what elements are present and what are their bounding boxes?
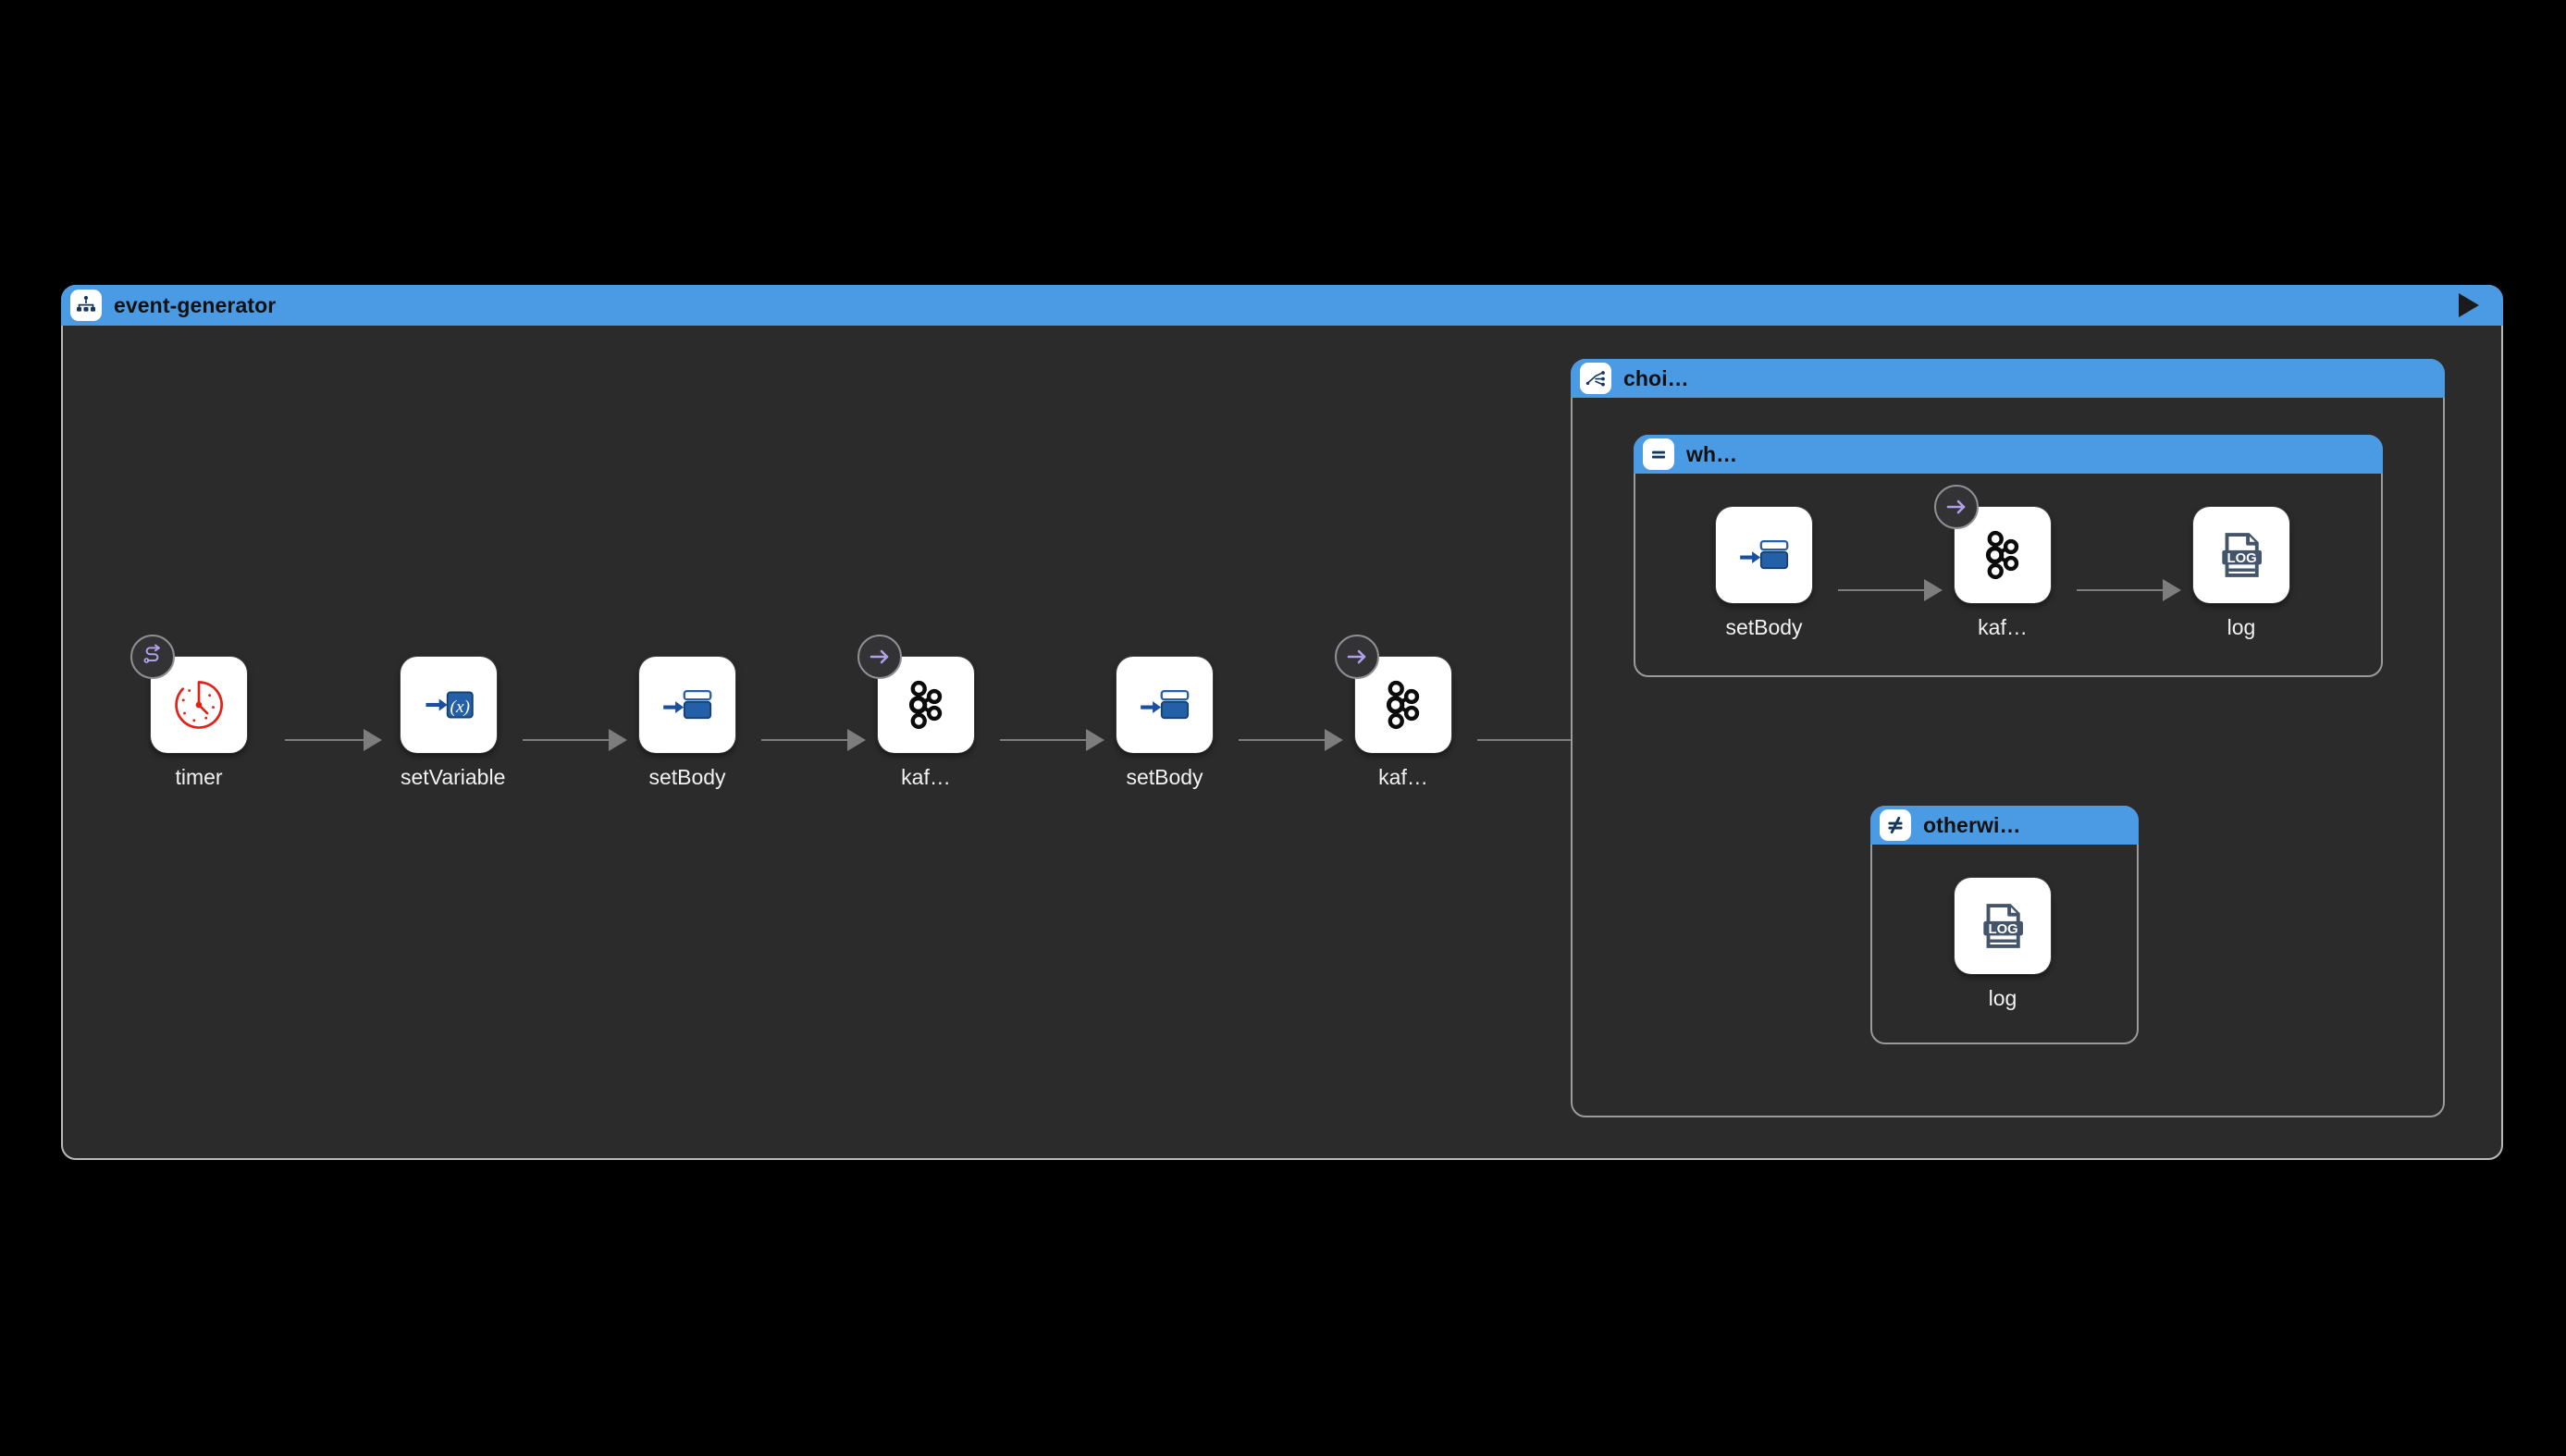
otherwise-branch-header[interactable]: otherwi… <box>1870 806 2139 845</box>
node-setbody-1[interactable]: setBody <box>639 657 735 790</box>
connector-setvariable-setbody <box>523 729 627 751</box>
node-setbody-2-label: setBody <box>1126 765 1203 789</box>
choice-container[interactable]: choi… wh… <box>1571 359 2445 1117</box>
route-hierarchy-icon <box>70 290 102 321</box>
node-when-kafka[interactable]: kaf… <box>1934 485 2051 640</box>
connector-when-kafka-log <box>2077 579 2181 601</box>
node-setvariable-box[interactable]: (x) <box>401 657 497 753</box>
set-body-icon <box>1740 539 1789 570</box>
node-kafka-2-box[interactable] <box>1335 635 1451 753</box>
route-title: event-generator <box>114 292 277 317</box>
node-kafka-1[interactable]: kaf… <box>857 635 974 790</box>
when-branch-container[interactable]: wh… setBody <box>1634 435 2383 677</box>
node-setvariable-label: setVariable <box>401 765 506 789</box>
choice-title: choi… <box>1623 365 1689 390</box>
node-kafka-1-box[interactable] <box>857 635 974 753</box>
node-kafka-2-label: kaf… <box>1378 765 1428 789</box>
set-variable-icon: (x) <box>426 691 474 719</box>
arrow-badge-icon <box>857 635 902 679</box>
connector-when-setbody-kafka <box>1838 579 1943 601</box>
kafka-icon <box>1386 680 1420 730</box>
route-header[interactable]: event-generator <box>61 285 2503 326</box>
svg-text:LOG: LOG <box>1989 922 2018 937</box>
connector-setbody2-kafka2 <box>1239 729 1343 751</box>
svg-text:(x): (x) <box>450 697 471 717</box>
node-when-setbody-box[interactable] <box>1716 507 1812 603</box>
timer-clock-icon <box>175 681 223 729</box>
node-when-setbody-label: setBody <box>1725 615 1803 639</box>
node-setvariable[interactable]: (x) setVariable <box>401 657 506 790</box>
choice-branch-icon <box>1580 363 1611 394</box>
set-body-icon <box>663 689 712 720</box>
connector-timer-setvariable <box>285 729 382 751</box>
node-timer-box[interactable] <box>130 635 247 753</box>
node-kafka-1-label: kaf… <box>901 765 951 789</box>
kafka-icon <box>908 680 943 730</box>
connector-setbody1-kafka1 <box>761 729 866 751</box>
node-timer-label: timer <box>175 765 223 789</box>
node-setbody-2[interactable]: setBody <box>1116 657 1213 790</box>
node-otherwise-log-box[interactable]: LOG <box>1955 878 2051 974</box>
node-when-kafka-box[interactable] <box>1934 485 2051 603</box>
svg-text:LOG: LOG <box>2227 551 2257 566</box>
node-when-log[interactable]: LOG log <box>2193 507 2289 640</box>
node-otherwise-log-label: log <box>1988 986 2017 1010</box>
otherwise-branch-container[interactable]: otherwi… LOG log <box>1870 806 2139 1044</box>
node-when-log-box[interactable]: LOG <box>2193 507 2289 603</box>
route-badge-icon <box>130 635 175 679</box>
not-equals-icon <box>1880 809 1911 841</box>
run-icon[interactable] <box>2455 290 2483 320</box>
node-setbody-2-box[interactable] <box>1116 657 1213 753</box>
choice-header[interactable]: choi… <box>1571 359 2445 398</box>
node-otherwise-log[interactable]: LOG log <box>1955 878 2051 1011</box>
node-setbody-1-box[interactable] <box>639 657 735 753</box>
equals-icon <box>1643 438 1674 470</box>
arrow-badge-icon <box>1335 635 1379 679</box>
otherwise-branch-title: otherwi… <box>1923 812 2021 837</box>
node-when-kafka-label: kaf… <box>1978 615 2028 639</box>
route-container[interactable]: event-generator <box>61 285 2503 1160</box>
when-branch-header[interactable]: wh… <box>1634 435 2383 474</box>
log-file-icon: LOG <box>2222 533 2262 577</box>
node-timer[interactable]: timer <box>130 635 247 790</box>
when-branch-title: wh… <box>1686 441 1738 466</box>
node-when-setbody[interactable]: setBody <box>1716 507 1812 640</box>
connector-kafka1-setbody2 <box>1000 729 1104 751</box>
arrow-badge-icon <box>1934 485 1979 529</box>
node-kafka-2[interactable]: kaf… <box>1335 635 1451 790</box>
node-when-log-label: log <box>2227 615 2256 639</box>
node-setbody-1-label: setBody <box>648 765 726 789</box>
kafka-icon <box>1985 530 2019 580</box>
set-body-icon <box>1141 689 1190 720</box>
log-file-icon: LOG <box>1983 904 2023 948</box>
